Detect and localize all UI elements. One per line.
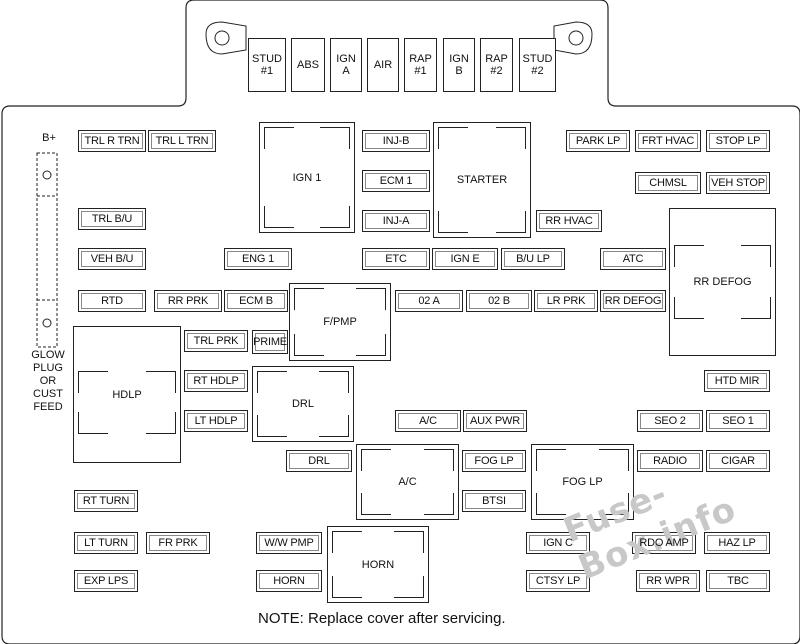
fuse-htd-mir[interactable]: HTD MIR	[704, 370, 770, 392]
fuse-rt-hdlp[interactable]: RT HDLP	[184, 370, 248, 392]
fuse-ign-e[interactable]: IGN E	[432, 248, 498, 270]
fuse-ign-b[interactable]: IGN B	[443, 38, 475, 92]
fuse-ign-c[interactable]: IGN C	[526, 532, 590, 554]
relay-ign1-label: IGN 1	[292, 171, 322, 184]
fuse-veh-stop[interactable]: VEH STOP	[706, 172, 770, 194]
fuse-inj-a[interactable]: INJ-A	[362, 210, 430, 232]
fuse-tbc[interactable]: TBC	[706, 570, 770, 592]
fuse-rap2[interactable]: RAP #2	[480, 38, 513, 92]
fuse-trl-bu[interactable]: TRL B/U	[78, 208, 146, 230]
fuse-trl-prk[interactable]: TRL PRK	[184, 330, 248, 352]
fuse-atc[interactable]: ATC	[600, 248, 666, 270]
fuse-ac[interactable]: A/C	[395, 410, 461, 432]
fuse-radio[interactable]: RADIO	[637, 450, 703, 472]
fuse-air[interactable]: AIR	[367, 38, 399, 92]
relay-drl-label: DRL	[291, 398, 314, 410]
relay-horn-label: HORN	[361, 558, 395, 571]
fuse-rdo-amp[interactable]: RDO AMP	[632, 532, 696, 554]
fuse-seo2[interactable]: SEO 2	[637, 410, 703, 432]
relay-ac-label: A/C	[398, 476, 417, 488]
fuse-veh-bu[interactable]: VEH B/U	[78, 248, 146, 270]
relay-ign1[interactable]: IGN 1	[259, 122, 355, 233]
fuse-ign-a[interactable]: IGN A	[330, 38, 362, 92]
fuse-chmsl[interactable]: CHMSL	[635, 172, 701, 194]
fuse-aux-pwr[interactable]: AUX PWR	[463, 410, 527, 432]
fuse-fog-lp[interactable]: FOG LP	[462, 450, 526, 472]
fuse-o2a[interactable]: 02 A	[395, 290, 463, 312]
relay-drl[interactable]: DRL	[252, 366, 354, 442]
fuse-abs[interactable]: ABS	[291, 38, 325, 92]
relay-starter[interactable]: STARTER	[433, 122, 531, 238]
fuse-eng1[interactable]: ENG 1	[224, 248, 292, 270]
fuse-horn[interactable]: HORN	[256, 570, 322, 592]
fuse-trl-r-trn[interactable]: TRL R TRN	[78, 130, 146, 152]
fuse-stud1[interactable]: STUD #1	[248, 38, 286, 92]
fuse-rr-prk[interactable]: RR PRK	[154, 290, 222, 312]
fuse-drl[interactable]: DRL	[286, 450, 352, 472]
relay-rr-defog[interactable]: RR DEFOG	[669, 208, 776, 356]
relay-ac[interactable]: A/C	[356, 444, 459, 520]
glow-plug-label: GLOW PLUG OR CUST FEED	[31, 349, 65, 413]
fuse-bu-lp[interactable]: B/U LP	[501, 248, 565, 270]
fuse-frt-hvac[interactable]: FRT HVAC	[635, 130, 701, 152]
fuse-o2b[interactable]: 02 B	[466, 290, 532, 312]
fuse-ww-pmp[interactable]: W/W PMP	[256, 532, 322, 554]
fuse-seo1[interactable]: SEO 1	[706, 410, 770, 432]
fuse-rap1[interactable]: RAP #1	[404, 38, 437, 92]
fuse-inj-b[interactable]: INJ-B	[362, 130, 430, 152]
relay-rr-defog-label: RR DEFOG	[693, 276, 752, 288]
fuse-lt-hdlp[interactable]: LT HDLP	[184, 410, 248, 432]
fuse-stud2[interactable]: STUD #2	[519, 38, 556, 92]
fuse-btsi[interactable]: BTSI	[462, 490, 526, 512]
fuse-rtd[interactable]: RTD	[78, 290, 146, 312]
fuse-lr-prk[interactable]: LR PRK	[534, 290, 598, 312]
relay-starter-label: STARTER	[456, 174, 508, 186]
b-plus-label: B+	[42, 132, 56, 144]
relay-horn[interactable]: HORN	[327, 526, 429, 603]
relay-hdlp-label: HDLP	[112, 388, 142, 401]
fuse-rr-defog[interactable]: RR DEFOG	[600, 290, 666, 312]
fuse-exp-lps[interactable]: EXP LPS	[74, 570, 138, 592]
relay-fpmp[interactable]: F/PMP	[289, 283, 391, 361]
fuse-ctsy-lp[interactable]: CTSY LP	[526, 570, 590, 592]
fuse-ecm1[interactable]: ECM 1	[362, 170, 430, 192]
fuse-haz-lp[interactable]: HAZ LP	[704, 532, 770, 554]
fuse-park-lp[interactable]: PARK LP	[566, 130, 630, 152]
fuse-fr-prk[interactable]: FR PRK	[146, 532, 210, 554]
fuse-cigar[interactable]: CIGAR	[706, 450, 770, 472]
fuse-stop-lp[interactable]: STOP LP	[706, 130, 770, 152]
fuse-rt-turn[interactable]: RT TURN	[74, 490, 138, 512]
service-note: NOTE: Replace cover after servicing.	[258, 610, 506, 627]
fuse-etc[interactable]: ETC	[362, 248, 430, 270]
relay-fpmp-label: F/PMP	[323, 316, 357, 328]
relay-fog-lp[interactable]: FOG LP	[531, 444, 634, 520]
relay-fog-lp-label: FOG LP	[562, 476, 603, 488]
fuse-rr-wpr[interactable]: RR WPR	[636, 570, 700, 592]
relay-hdlp[interactable]: HDLP	[73, 326, 181, 463]
fuse-lt-turn[interactable]: LT TURN	[74, 532, 138, 554]
fuse-rr-hvac[interactable]: RR HVAC	[536, 210, 602, 232]
fuse-trl-l-trn[interactable]: TRL L TRN	[148, 130, 216, 152]
fuse-prime[interactable]: PRIME	[252, 330, 288, 354]
fuse-ecm-b[interactable]: ECM B	[224, 290, 288, 312]
